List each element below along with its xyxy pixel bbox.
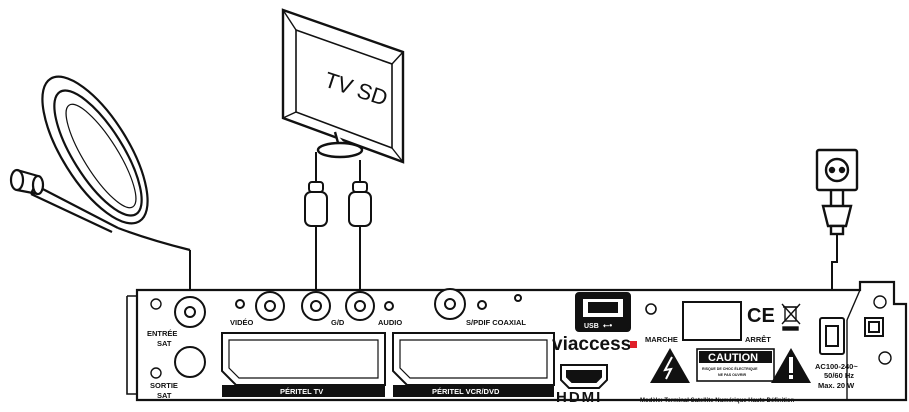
tv-icon bbox=[281, 8, 405, 164]
peritel-tv-bar bbox=[222, 385, 385, 397]
power-rating-2: 50/60 Hz bbox=[824, 371, 854, 380]
warning-triangle-left-icon bbox=[650, 348, 690, 383]
scart-tv-connector bbox=[221, 332, 386, 386]
caution-sub-1: RISQUE DE CHOC ÉLECTRIQUE bbox=[702, 366, 758, 371]
spdif-label: S/PDIF COAXIAL bbox=[466, 318, 526, 327]
entree-sat-label-2: SAT bbox=[157, 339, 172, 348]
scart-vcr-connector bbox=[392, 332, 555, 386]
audio-label: AUDIO bbox=[378, 318, 402, 327]
rca-cables bbox=[304, 152, 372, 290]
power-rating-3: Max. 20 W bbox=[818, 381, 855, 390]
ce-mark: CE bbox=[747, 305, 775, 327]
entree-sat-label-1: ENTRÉE bbox=[147, 329, 177, 338]
usb-port bbox=[575, 292, 631, 332]
power-inlet bbox=[819, 317, 884, 355]
satellite-dish-icon bbox=[9, 75, 191, 252]
viaccess-logo-square bbox=[630, 341, 637, 348]
power-rating-1: AC100-240~ bbox=[815, 362, 858, 371]
sat-in-connector bbox=[174, 296, 206, 328]
caution-sub-2: NE PAS OUVRIR bbox=[718, 373, 746, 377]
weee-bin-icon bbox=[781, 303, 801, 331]
warning-triangle-right-icon bbox=[771, 348, 811, 383]
caution-title-bg bbox=[699, 351, 772, 363]
caution-title: CAUTION bbox=[708, 352, 758, 364]
gd-label: G/D bbox=[331, 318, 345, 327]
peritel-tv-label: PÉRITEL TV bbox=[280, 387, 323, 396]
arret-label: ARRÊT bbox=[745, 335, 771, 344]
hdmi-port bbox=[560, 364, 608, 389]
sat-out-connector bbox=[174, 346, 206, 378]
video-label: VIDÉO bbox=[230, 318, 254, 327]
rca-connectors bbox=[235, 288, 522, 321]
power-outlet-icon bbox=[815, 148, 859, 352]
marche-label: MARCHE bbox=[645, 335, 678, 344]
model-label: Modèle: Terminal Satellite Numérique Hau… bbox=[640, 398, 795, 404]
hdmi-logo: HDMI bbox=[556, 389, 602, 406]
power-switch-led bbox=[645, 303, 657, 315]
peritel-vcr-bar bbox=[393, 385, 554, 397]
viaccess-logo: viaccess bbox=[552, 334, 631, 355]
power-switch bbox=[682, 301, 742, 341]
sortie-sat-label-1: SORTIE bbox=[150, 381, 178, 390]
usb-icon: ⭠• bbox=[603, 321, 612, 330]
usb-label: USB bbox=[584, 323, 599, 330]
peritel-vcr-label: PÉRITEL VCR/DVD bbox=[432, 387, 500, 396]
sortie-sat-label-2: SAT bbox=[157, 391, 172, 400]
